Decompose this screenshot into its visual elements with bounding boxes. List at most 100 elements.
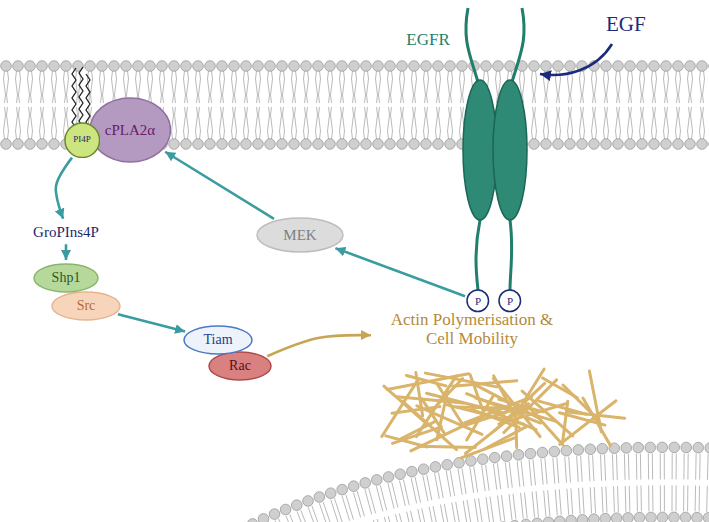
lipid-tail — [699, 454, 700, 480]
lipid-tail — [660, 453, 661, 479]
lipid-tail — [555, 490, 557, 516]
lipid-tail — [458, 469, 462, 495]
lipid-tail — [675, 485, 676, 511]
lipid-tail — [353, 492, 360, 517]
lipid-tail — [497, 463, 500, 489]
lipid-tail — [411, 511, 417, 522]
lipid-tail — [583, 488, 585, 514]
lipid-tail — [490, 497, 494, 522]
node-text-block: Rac — [229, 358, 251, 373]
lipid-tail — [521, 493, 524, 519]
lipid-tail — [695, 454, 696, 480]
lipid-tail — [557, 457, 559, 483]
node-text-block: GroPIns4P — [33, 224, 99, 241]
lipid-tail — [567, 489, 569, 515]
node-label: Tiam — [203, 332, 232, 347]
node-shape — [184, 326, 252, 354]
lipid-tail — [357, 491, 364, 516]
lipid-tail — [342, 496, 350, 521]
lipid-tail — [695, 486, 696, 512]
lipid-tail — [652, 453, 653, 479]
lipid-head — [705, 443, 709, 454]
lipid-head — [513, 450, 524, 461]
lipid-tail — [470, 467, 474, 493]
node-text-block: EGFR — [406, 31, 449, 50]
actin-filament — [417, 406, 482, 435]
node-text-block: Src — [77, 298, 96, 313]
node-text-block: MEK — [283, 227, 316, 244]
actin-filaments — [382, 369, 625, 458]
lipid-head — [577, 514, 588, 522]
lipid-tail — [612, 454, 614, 480]
node-shape — [65, 123, 100, 158]
lipid-tail — [446, 471, 450, 497]
lipid-tail — [525, 492, 528, 518]
lipid-tail — [625, 486, 627, 512]
lipid-tail — [671, 485, 672, 511]
node-shape — [499, 290, 521, 312]
lipid-head — [566, 515, 577, 522]
lipid-tail — [331, 500, 339, 522]
protein-ellipse: Tiam — [183, 325, 253, 355]
lipid-head — [611, 513, 622, 522]
lipid-tail — [536, 491, 538, 517]
lipid-tail — [660, 485, 661, 511]
lipid-tail — [422, 508, 427, 522]
node-shape — [467, 290, 489, 312]
signal-arrow — [335, 248, 465, 296]
actin-filament — [483, 408, 536, 430]
receptor-label: EGFR — [403, 29, 452, 52]
lipid-tail — [440, 505, 445, 522]
lipid-head — [360, 478, 371, 489]
node-label: GroPIns4P — [33, 224, 99, 241]
lipid-tail — [373, 520, 380, 522]
node-shape — [209, 352, 271, 380]
lipid-head — [521, 519, 532, 522]
lipid-tail — [435, 473, 440, 499]
lipid-tail — [648, 485, 649, 511]
lipid-tail — [533, 459, 535, 485]
lipid-head — [669, 442, 680, 453]
lipid-tail — [501, 495, 504, 521]
lipid-head — [657, 512, 668, 522]
lipid-tail — [571, 488, 573, 514]
lipid-head — [634, 512, 645, 522]
lipid-tail — [532, 492, 534, 518]
node-text-block: cPLA2α — [105, 122, 155, 139]
lipid-head — [269, 509, 280, 520]
lipid-tail — [399, 513, 405, 522]
node-label: PI4P — [73, 135, 91, 145]
lipid-tail — [648, 453, 649, 479]
lipid-tail — [505, 462, 508, 488]
lipid-head — [561, 445, 572, 456]
lipid-head — [600, 513, 611, 522]
signal-arrow — [118, 314, 185, 331]
lipid-tail — [569, 457, 571, 483]
lipid-head — [692, 512, 703, 522]
lipid-tail — [706, 486, 708, 512]
actin-filament — [515, 404, 516, 448]
lipid-tail — [699, 486, 700, 512]
lipid-tail — [589, 455, 590, 481]
lipid-head — [525, 448, 536, 459]
node-shape — [52, 292, 120, 320]
node-label: cPLA2α — [105, 122, 155, 139]
node-text-block: PI4P — [73, 135, 91, 145]
lipid-tail — [403, 480, 409, 505]
node-text-block: Shp1 — [52, 270, 81, 285]
actin-filament — [499, 399, 544, 411]
ligand-label: EGF — [606, 12, 646, 37]
node-label: Actin Polymerisation & Cell Mobility — [378, 311, 566, 348]
lipid-tail — [628, 454, 630, 480]
lipid-tail — [456, 502, 460, 522]
lipid-tail — [683, 485, 684, 511]
lipid-head — [372, 475, 383, 486]
lipid-tail — [541, 459, 543, 485]
lipid-head — [554, 516, 565, 522]
lipid-tail — [346, 495, 354, 520]
lipid-head — [657, 442, 668, 453]
lipid-tail — [423, 475, 428, 500]
lipid-head — [681, 442, 692, 453]
lipid-tail — [605, 455, 606, 481]
